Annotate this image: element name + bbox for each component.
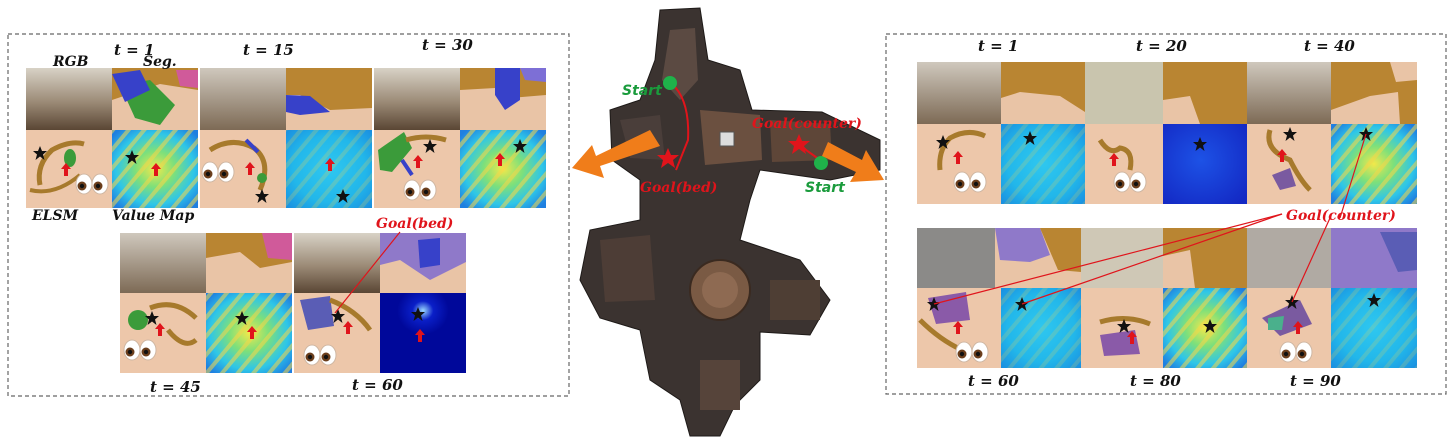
rgb-tile xyxy=(200,68,286,130)
right-top-tiles xyxy=(917,62,1417,124)
rgb-column-label: RGB xyxy=(52,54,89,70)
step-label: t = 15 xyxy=(243,41,294,59)
step-label: t = 90 xyxy=(1290,372,1341,390)
rgb-tile xyxy=(294,233,380,293)
rgb-tile xyxy=(1085,62,1163,124)
start-marker xyxy=(663,76,677,90)
goal-counter-label: Goal(counter) xyxy=(1286,208,1396,224)
goal-pointer-line xyxy=(1291,217,1331,303)
step-label: t = 1 xyxy=(978,37,1018,55)
step-label: t = 60 xyxy=(352,376,403,394)
arrow-to-right-panel xyxy=(822,142,884,182)
goal-pointer-line xyxy=(1021,213,1283,305)
left-bottom-tiles xyxy=(120,231,466,373)
left-elsm-row xyxy=(26,130,546,208)
scene-top-down-map xyxy=(579,7,881,437)
step-label: t = 40 xyxy=(1304,37,1355,55)
goal-bed-map-label: Goal(bed) xyxy=(640,180,717,196)
start-right-label: Start xyxy=(805,180,846,196)
step-label: t = 30 xyxy=(422,36,473,54)
step-label: t = 80 xyxy=(1130,372,1181,390)
rgb-tile xyxy=(374,68,460,130)
goal-pointer-line xyxy=(1339,133,1367,219)
bed-trajectory xyxy=(671,83,690,171)
rgb-tile xyxy=(26,68,112,130)
rgb-tile xyxy=(1247,62,1331,124)
right-panel-frame xyxy=(885,33,1447,395)
right-bottom-tiles xyxy=(917,133,1417,368)
value-map-row-label: Value Map xyxy=(112,208,194,224)
rgb-tile xyxy=(917,228,995,288)
left-panel-frame xyxy=(7,33,570,397)
value-map-tile xyxy=(1163,124,1247,204)
step-label: t = 60 xyxy=(968,372,1019,390)
goal-star xyxy=(657,148,679,168)
goal-pointer-line xyxy=(334,231,401,314)
start-marker xyxy=(814,156,828,170)
right-elsm-row xyxy=(917,124,1417,204)
seg-column-label: Seg. xyxy=(143,54,177,70)
goal-counter-map-label: Goal(counter) xyxy=(752,116,862,132)
goal-star xyxy=(788,134,810,154)
left-top-tiles xyxy=(26,68,546,130)
step-label: t = 20 xyxy=(1136,37,1187,55)
step-label: t = 45 xyxy=(150,378,201,396)
step-label: t = 1 xyxy=(114,41,154,59)
goal-bed-label: Goal(bed) xyxy=(376,216,453,232)
arrow-to-left-panel xyxy=(572,130,660,178)
rgb-tile xyxy=(917,62,1001,124)
goal-pointer-line xyxy=(933,213,1283,305)
start-top-label: Start xyxy=(622,83,663,99)
rgb-tile xyxy=(120,233,206,293)
rgb-tile xyxy=(1081,228,1163,288)
elsm-row-label: ELSM xyxy=(31,208,79,224)
rgb-tile xyxy=(1247,228,1331,288)
